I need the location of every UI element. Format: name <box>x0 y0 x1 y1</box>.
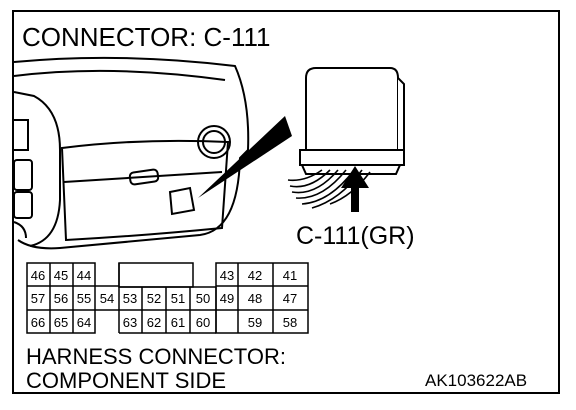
arrow-up-icon <box>341 166 369 212</box>
caption-line-2: COMPONENT SIDE <box>26 368 227 393</box>
pin-62: 62 <box>147 315 161 330</box>
pin-46: 46 <box>31 268 45 283</box>
pin-58: 58 <box>283 315 297 330</box>
dashboard-drawing <box>13 56 250 250</box>
pin-65: 65 <box>54 315 68 330</box>
pin-63: 63 <box>123 315 137 330</box>
pin-56: 56 <box>54 291 68 306</box>
connector-label: C-111(GR) <box>296 222 415 250</box>
pin-47: 47 <box>283 291 297 306</box>
pin-43: 43 <box>220 268 234 283</box>
connector-pin-grid <box>26 262 309 334</box>
diagram-frame <box>12 10 560 394</box>
pin-57: 57 <box>31 291 45 306</box>
pin-42: 42 <box>248 268 262 283</box>
diagram-code: AK103622AB <box>425 371 528 390</box>
diagram-title: CONNECTOR: C-111 <box>22 22 271 52</box>
pin-49: 49 <box>220 291 234 306</box>
pin-59: 59 <box>248 315 262 330</box>
pin-48: 48 <box>248 291 262 306</box>
pin-44: 44 <box>77 268 91 283</box>
pin-61: 61 <box>171 315 185 330</box>
pin-60: 60 <box>196 315 210 330</box>
pin-54: 54 <box>100 291 114 306</box>
pin-50: 50 <box>196 291 210 306</box>
pin-66: 66 <box>31 315 45 330</box>
caption-line-1: HARNESS CONNECTOR: <box>26 344 286 369</box>
ecu-module <box>299 67 405 175</box>
pin-51: 51 <box>171 291 185 306</box>
pin-41: 41 <box>283 268 297 283</box>
pin-64: 64 <box>77 315 91 330</box>
pin-45: 45 <box>54 268 68 283</box>
pin-labels: 46 45 44 43 42 41 57 56 55 54 53 52 51 5… <box>31 268 297 330</box>
leader-wedge <box>198 116 292 198</box>
pin-55: 55 <box>77 291 91 306</box>
pin-53: 53 <box>123 291 137 306</box>
pin-52: 52 <box>147 291 161 306</box>
